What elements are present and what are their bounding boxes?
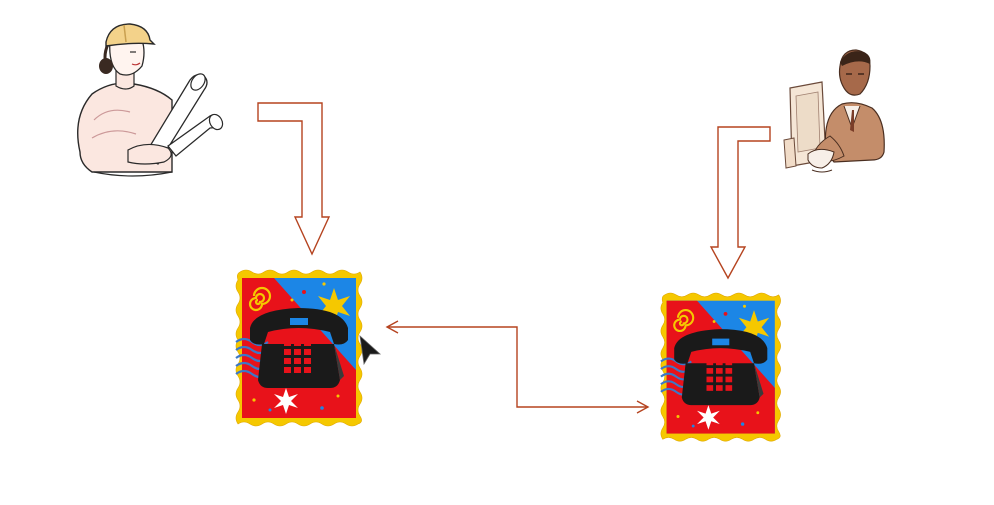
arrow-engineer-to-left-phone <box>257 102 331 256</box>
telephone-stamp-icon <box>236 270 382 426</box>
engineer-with-blueprints-icon <box>77 23 224 177</box>
telephone-stamp-icon <box>661 293 781 441</box>
connector-phone-to-phone <box>385 320 650 414</box>
businessman-at-computer-icon <box>783 49 885 173</box>
arrow-businessman-to-right-phone <box>709 126 771 280</box>
